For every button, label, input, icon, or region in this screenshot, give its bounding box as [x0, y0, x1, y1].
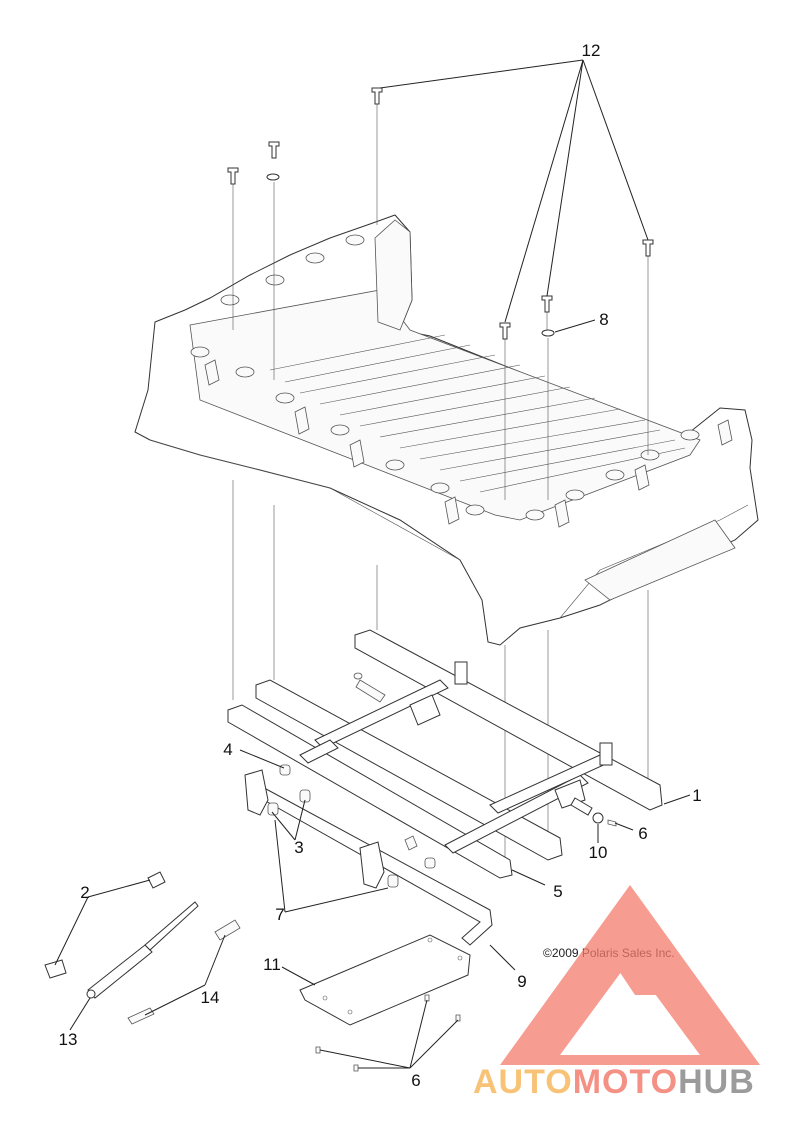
- watermark-hub: HUB: [678, 1063, 755, 1101]
- callout-2: 2: [80, 883, 89, 902]
- callout-1: 1: [692, 786, 701, 805]
- watermark-triangle-inner: [575, 930, 665, 995]
- callout-10: 10: [589, 843, 608, 862]
- callout-7: 7: [275, 905, 284, 924]
- watermark-auto: AUTO: [473, 1063, 573, 1101]
- callout-11: 11: [263, 955, 281, 974]
- callout-13: 13: [59, 1030, 78, 1049]
- leader-lines: [54, 59, 691, 1069]
- callout-14: 14: [201, 988, 220, 1007]
- svg-text:AUTOMOTOHUB: AUTOMOTOHUB: [473, 1063, 755, 1101]
- watermark-triangle: [500, 885, 760, 1065]
- callout-12: 12: [582, 41, 601, 60]
- callout-3: 3: [294, 838, 303, 857]
- watermark-moto: MOTO: [573, 1063, 678, 1101]
- callout-4: 4: [223, 740, 232, 759]
- callout-5: 5: [553, 882, 562, 901]
- latch-assembly: [244, 764, 493, 946]
- automotohub-watermark: AUTOMOTOHUB: [473, 885, 760, 1101]
- loose-parts: [44, 797, 617, 1072]
- callout-6-right: 6: [638, 824, 647, 843]
- callout-8: 8: [599, 310, 608, 329]
- subframe: [227, 629, 663, 879]
- callout-9: 9: [517, 972, 526, 991]
- cargo-box: [134, 214, 759, 646]
- callout-6-bottom: 6: [411, 1071, 420, 1090]
